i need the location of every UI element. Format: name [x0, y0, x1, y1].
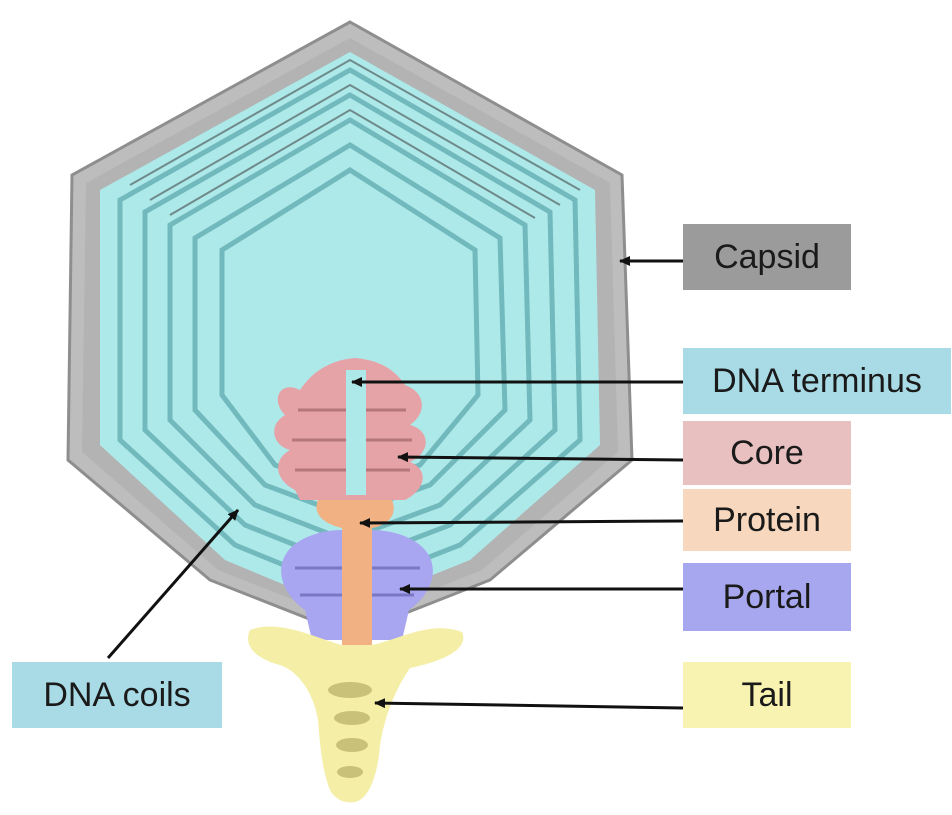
label-dna-coils: DNA coils [12, 662, 222, 728]
label-capsid: Capsid [683, 224, 851, 290]
dna-terminus-channel [346, 370, 366, 495]
label-tail: Tail [683, 662, 851, 728]
arrow-icon [375, 703, 683, 708]
arrow-icon [360, 521, 683, 523]
tail-body [248, 626, 463, 802]
label-protein: Protein [683, 489, 851, 551]
label-core: Core [683, 421, 851, 485]
label-dna-terminus: DNA terminus [683, 348, 951, 414]
label-portal: Portal [683, 563, 851, 631]
